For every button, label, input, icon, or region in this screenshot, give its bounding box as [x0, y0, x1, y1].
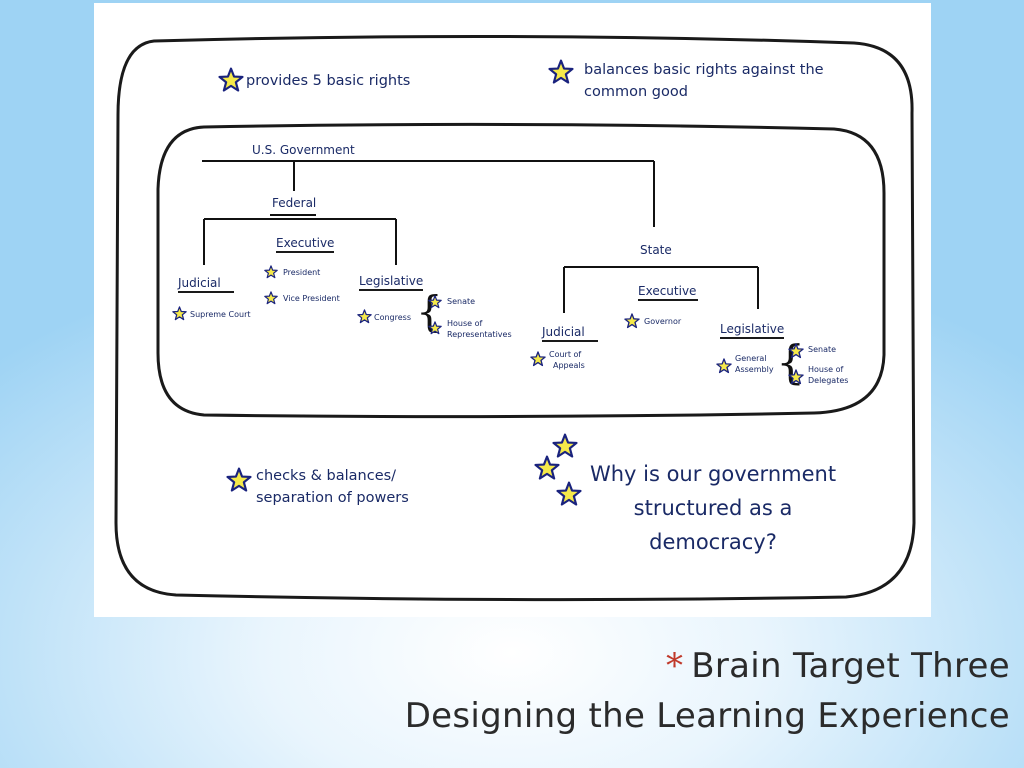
- star-icon: [548, 59, 574, 85]
- node-congress: Congress: [374, 313, 411, 322]
- node-federal: Federal: [272, 196, 317, 210]
- node-federal-senate: Senate: [447, 297, 476, 306]
- node-general-assembly: General Assembly: [735, 354, 774, 374]
- bullet-asterisk: *: [665, 646, 684, 686]
- node-president: President: [283, 268, 321, 277]
- inner-frame: [156, 122, 886, 419]
- node-court-of-appeals: Court of Appeals: [549, 350, 585, 370]
- star-icon: [357, 309, 372, 324]
- node-house-of-representatives: House of Representatives: [447, 319, 512, 339]
- note-checks-and-balances: checks & balances/ separation of powers: [256, 468, 409, 506]
- diagram-lines: [114, 34, 916, 602]
- star-icon: [716, 358, 732, 374]
- star-icon: [226, 467, 252, 493]
- star-icon: [218, 67, 244, 93]
- note-common-good: balances basic rights against the common…: [584, 62, 824, 100]
- node-federal-executive: Executive: [276, 236, 335, 253]
- node-federal-judicial: Judicial: [178, 276, 234, 293]
- star-icon: [624, 313, 640, 329]
- node-state-senate: Senate: [808, 345, 837, 354]
- brace-icon: {: [416, 287, 443, 336]
- slide-title: *Brain Target Three Designing the Learni…: [405, 641, 1010, 741]
- star-icon: [788, 343, 804, 359]
- node-federal-legislative: Legislative: [359, 274, 424, 291]
- star-icon: [264, 291, 278, 305]
- title-line-1: Brain Target Three: [691, 646, 1010, 686]
- node-state-judicial: Judicial: [542, 325, 598, 342]
- node-state: State: [640, 243, 672, 257]
- question-why-democracy: Why is our government structured as a de…: [589, 462, 837, 554]
- node-vice-president: Vice President: [283, 294, 340, 303]
- star-icon: [428, 295, 442, 309]
- star-icon: [264, 265, 278, 279]
- node-governor: Governor: [644, 317, 682, 326]
- note-basic-rights: provides 5 basic rights: [246, 73, 411, 89]
- node-house-of-delegates: House of Delegates: [808, 365, 849, 385]
- node-state-executive: Executive: [638, 284, 698, 301]
- star-icon: [172, 306, 187, 321]
- star-icon: [788, 369, 804, 385]
- star-icon: [530, 351, 546, 367]
- node-us-government: U.S. Government: [252, 143, 355, 157]
- star-icon: [428, 321, 442, 335]
- title-line-2: Designing the Learning Experience: [404, 696, 1010, 736]
- node-state-legislative: Legislative: [720, 322, 785, 339]
- star-icon: [534, 455, 560, 481]
- outer-frame: [114, 34, 916, 602]
- government-diagram-image: provides 5 basic rights balances basic r…: [94, 3, 931, 617]
- node-supreme-court: Supreme Court: [190, 310, 251, 319]
